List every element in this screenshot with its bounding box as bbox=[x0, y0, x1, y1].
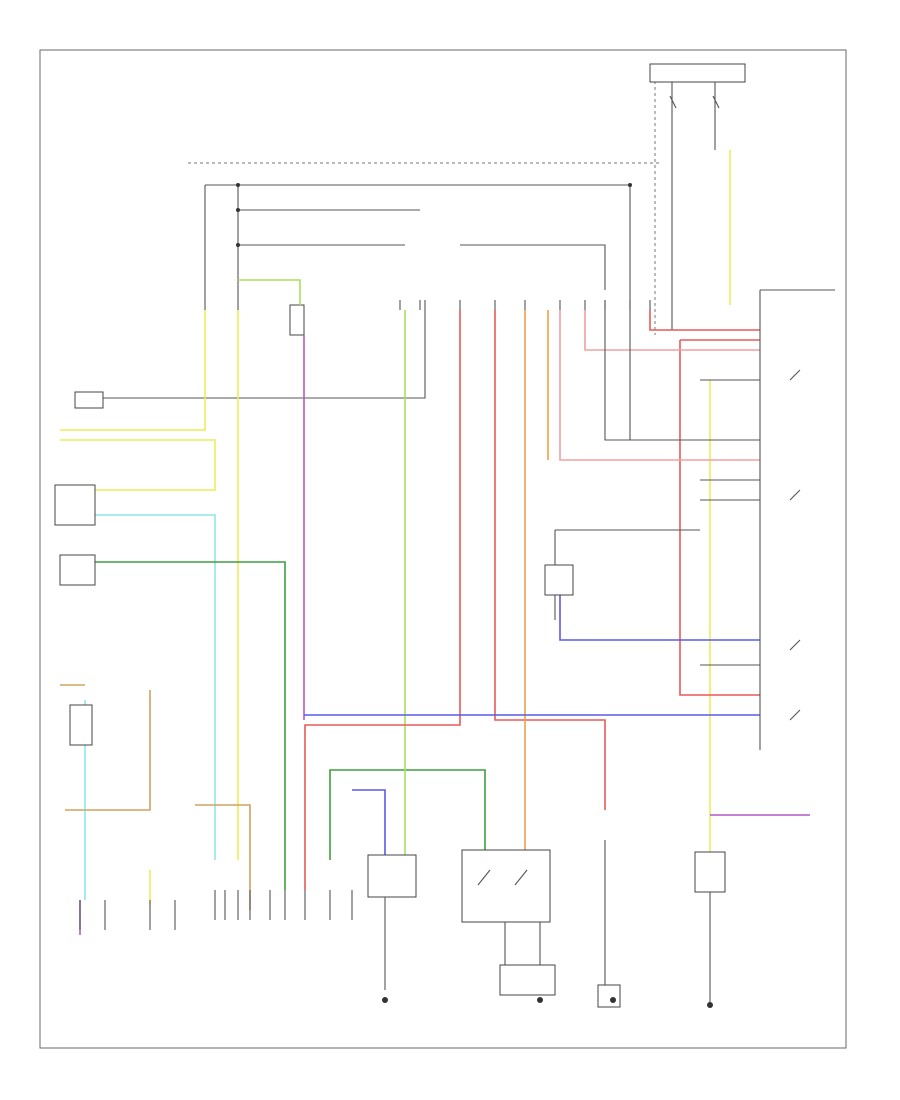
red-wire-2 bbox=[494, 310, 606, 810]
splice-dot bbox=[236, 243, 240, 247]
left-connector-upper bbox=[54, 484, 96, 526]
ground-icon bbox=[537, 997, 543, 1003]
diagram-frame bbox=[39, 49, 847, 1049]
pressure-switch bbox=[74, 300, 426, 409]
splice-dot bbox=[628, 183, 632, 187]
blue-wire-2 bbox=[559, 590, 760, 641]
switch-connector bbox=[499, 964, 556, 996]
light-green-wire-sensor bbox=[238, 279, 301, 305]
black-wire-right-1 bbox=[604, 300, 760, 441]
sensor-left bbox=[69, 704, 93, 746]
relay-outline bbox=[554, 529, 700, 620]
pink-wire-2 bbox=[559, 310, 760, 461]
tan-wire-2 bbox=[195, 804, 251, 910]
black-drop-wires bbox=[204, 185, 239, 300]
transmission-relay bbox=[544, 529, 700, 620]
red-wire-1 bbox=[304, 310, 461, 890]
fuse-icon bbox=[712, 95, 720, 109]
solenoid-icon bbox=[367, 854, 417, 898]
transmission-switch bbox=[461, 849, 556, 996]
black-wire-switch bbox=[103, 300, 426, 399]
fuse-block bbox=[649, 63, 746, 83]
ecm-pin-stubs bbox=[204, 300, 651, 310]
green-wire-lower bbox=[329, 769, 486, 860]
black-bus-1 bbox=[205, 184, 631, 300]
yellow-wire-2 bbox=[60, 439, 216, 491]
hot-at-all-times-source bbox=[649, 63, 746, 150]
shift-solenoid-valve bbox=[367, 854, 417, 990]
relay-icon bbox=[544, 564, 574, 596]
pressure-switch-body bbox=[74, 391, 104, 409]
blue-wire-3 bbox=[352, 789, 386, 855]
splice-dot bbox=[236, 183, 240, 187]
fuse-feed-wires bbox=[671, 82, 716, 150]
light-blue-wire bbox=[95, 514, 216, 860]
left-connector-lower bbox=[59, 554, 96, 586]
red-wire-3 bbox=[649, 310, 760, 331]
green-wire bbox=[95, 561, 286, 890]
sensor-right bbox=[694, 851, 726, 1005]
left-bottom-pin-stubs bbox=[79, 900, 176, 930]
switch-output-wires bbox=[504, 922, 541, 970]
ecm-bottom-pin-stubs bbox=[214, 890, 353, 920]
red-wire-4 bbox=[679, 339, 760, 696]
black-wire-stubs bbox=[700, 379, 760, 666]
ground-icon bbox=[610, 997, 616, 1003]
sensor-connector bbox=[289, 304, 305, 336]
ground-icon bbox=[382, 997, 388, 1003]
ground-point bbox=[597, 840, 621, 1008]
black-bus-4 bbox=[460, 244, 606, 290]
sensor-icon bbox=[69, 704, 93, 746]
yellow-wire-1 bbox=[60, 310, 206, 431]
ground-icon bbox=[597, 984, 621, 1008]
switch-icon bbox=[789, 369, 801, 721]
tan-wire-1 bbox=[65, 690, 151, 811]
splice-dot bbox=[236, 208, 240, 212]
switch-body bbox=[461, 849, 551, 923]
fuse-icon bbox=[669, 95, 677, 109]
sensor-icon bbox=[694, 851, 726, 893]
pink-wire-1 bbox=[584, 310, 760, 351]
ground-icon bbox=[707, 1002, 713, 1008]
engine-control-module-top bbox=[204, 300, 651, 310]
junction-block bbox=[789, 369, 801, 721]
switch-icon bbox=[477, 869, 528, 886]
